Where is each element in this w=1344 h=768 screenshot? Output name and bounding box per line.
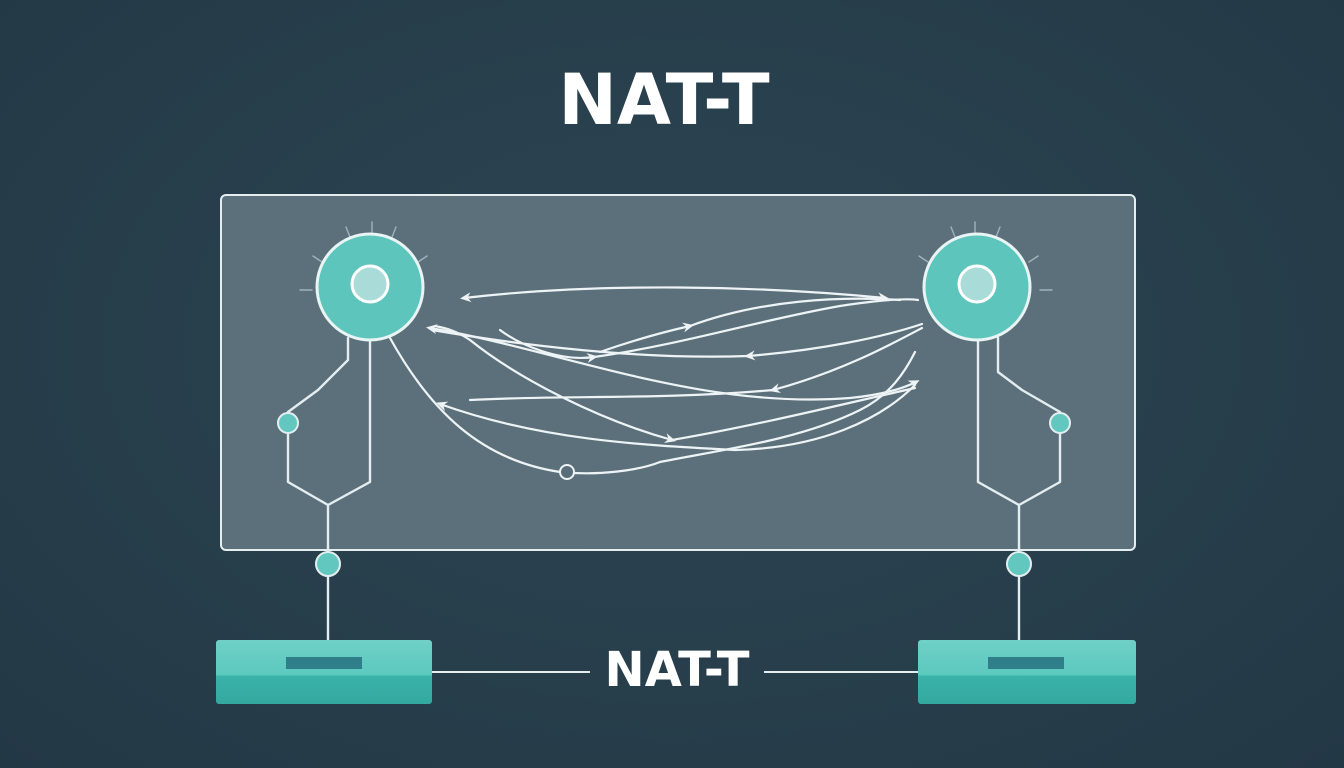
junction-dot <box>559 464 575 480</box>
left-port-node <box>315 551 341 577</box>
right-port-node <box>1006 551 1032 577</box>
right-node-glow <box>918 221 1053 291</box>
right-endpoint-node <box>922 232 1032 342</box>
connection-arcs <box>388 286 924 475</box>
right-side-node <box>1049 412 1071 434</box>
right-wiring <box>976 314 1062 642</box>
left-device <box>216 640 432 704</box>
left-wiring <box>286 314 372 642</box>
diagram-title: NAT-T <box>558 59 770 141</box>
link-label: NAT-T <box>605 642 750 698</box>
right-device <box>918 640 1136 704</box>
left-node-glow <box>299 221 428 291</box>
left-side-node <box>277 412 299 434</box>
left-endpoint-node <box>315 232 425 342</box>
